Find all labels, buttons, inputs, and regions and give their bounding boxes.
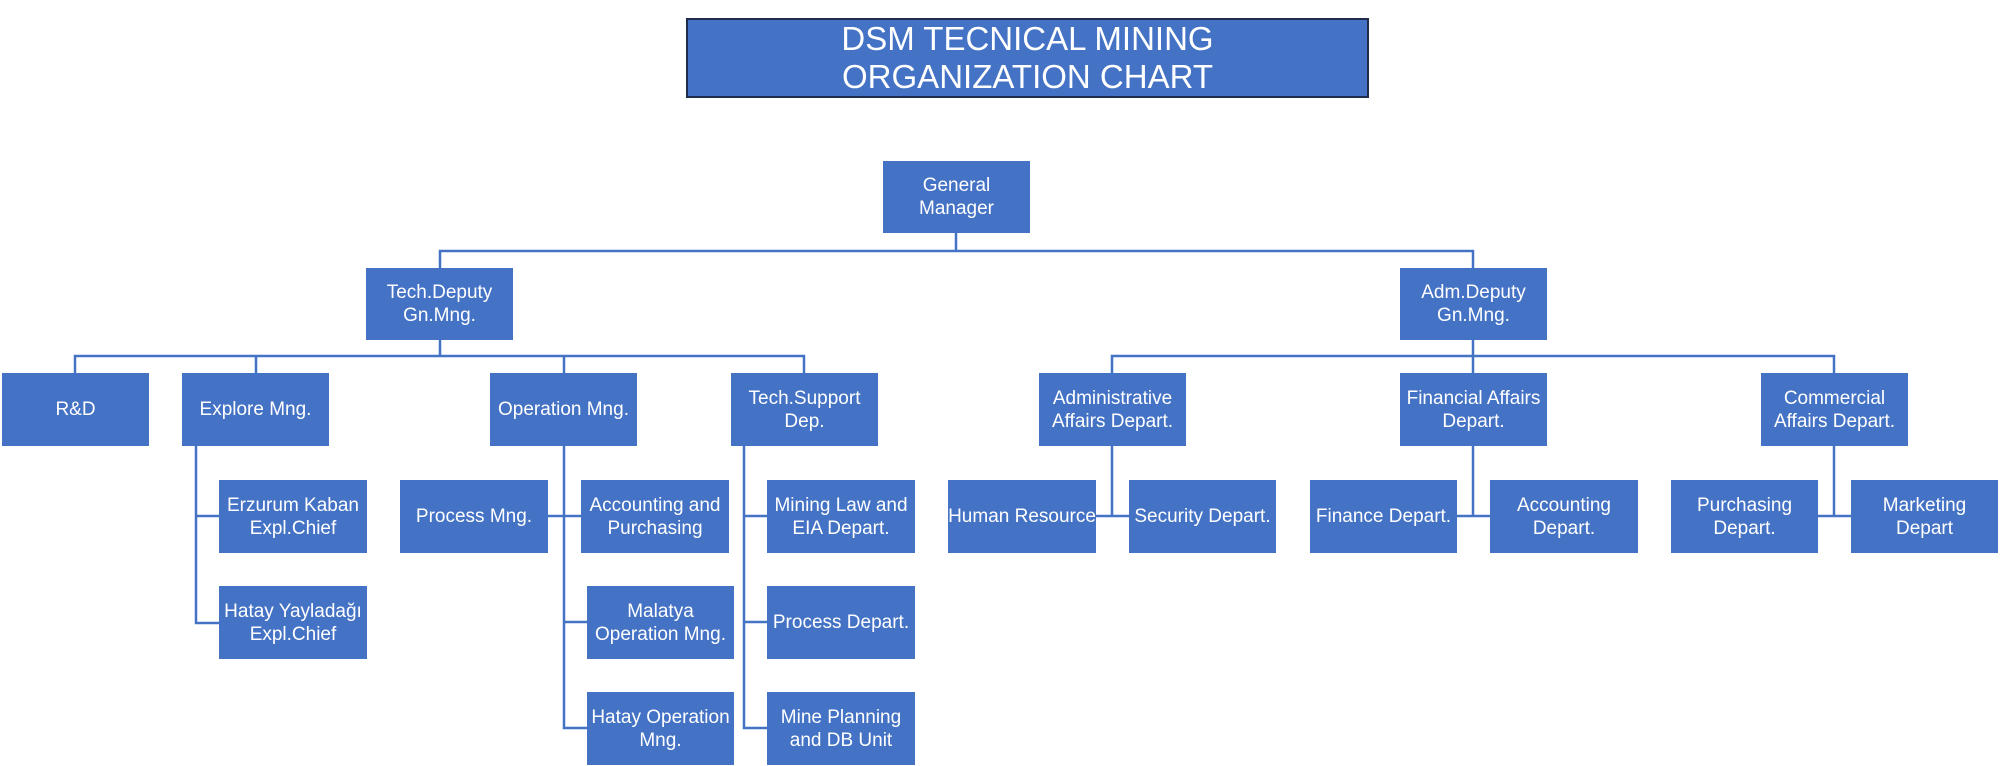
node-security-depart[interactable]: Security Depart. <box>1129 480 1276 553</box>
connector-deputies-bus <box>438 249 1475 268</box>
node-rnd[interactable]: R&D <box>2 373 149 446</box>
node-accounting-depart[interactable]: Accounting Depart. <box>1490 480 1638 553</box>
node-financial-affairs[interactable]: Financial Affairs Depart. <box>1400 373 1547 446</box>
node-marketing-depart[interactable]: Marketing Depart <box>1851 480 1998 553</box>
node-finance-depart[interactable]: Finance Depart. <box>1310 480 1457 553</box>
connector-support-spine <box>742 446 767 730</box>
connector-admin-pair <box>1096 446 1129 518</box>
node-hatay-operation[interactable]: Hatay Operation Mng. <box>587 692 734 765</box>
node-tech-support[interactable]: Tech.Support Dep. <box>731 373 878 446</box>
chart-title: DSM TECNICAL MINING ORGANIZATION CHART <box>686 18 1369 98</box>
node-commercial-affairs[interactable]: Commercial Affairs Depart. <box>1761 373 1908 446</box>
node-malatya-operation[interactable]: Malatya Operation Mng. <box>587 586 734 659</box>
node-purchasing-depart[interactable]: Purchasing Depart. <box>1671 480 1818 553</box>
connector-explore-spine <box>194 446 219 625</box>
node-tech-deputy[interactable]: Tech.Deputy Gn.Mng. <box>366 268 513 340</box>
node-general-manager[interactable]: General Manager <box>883 161 1030 233</box>
node-process-mng[interactable]: Process Mng. <box>400 480 548 553</box>
connector-adm-bus <box>1110 354 1836 373</box>
node-hatay-yayladagi[interactable]: Hatay Yayladağı Expl.Chief <box>219 586 367 659</box>
node-mine-planning[interactable]: Mine Planning and DB Unit <box>767 692 915 765</box>
connector-commercial-pair <box>1818 446 1851 518</box>
chart-title-line-1: DSM TECNICAL MINING <box>841 20 1214 57</box>
connector-financial-pair <box>1457 446 1490 518</box>
node-mining-law[interactable]: Mining Law and EIA Depart. <box>767 480 915 553</box>
node-explore-mng[interactable]: Explore Mng. <box>182 373 329 446</box>
node-accounting-purchasing[interactable]: Accounting and Purchasing <box>581 480 729 553</box>
node-adm-deputy[interactable]: Adm.Deputy Gn.Mng. <box>1400 268 1547 340</box>
node-erzurum-kaban[interactable]: Erzurum Kaban Expl.Chief <box>219 480 367 553</box>
node-administrative-affairs[interactable]: Administrative Affairs Depart. <box>1039 373 1186 446</box>
node-process-depart[interactable]: Process Depart. <box>767 586 915 659</box>
chart-title-line-2: ORGANIZATION CHART <box>842 58 1213 95</box>
node-operation-mng[interactable]: Operation Mng. <box>490 373 637 446</box>
node-human-resource[interactable]: Human Resource <box>948 480 1096 553</box>
connector-tech-bus <box>73 354 806 373</box>
